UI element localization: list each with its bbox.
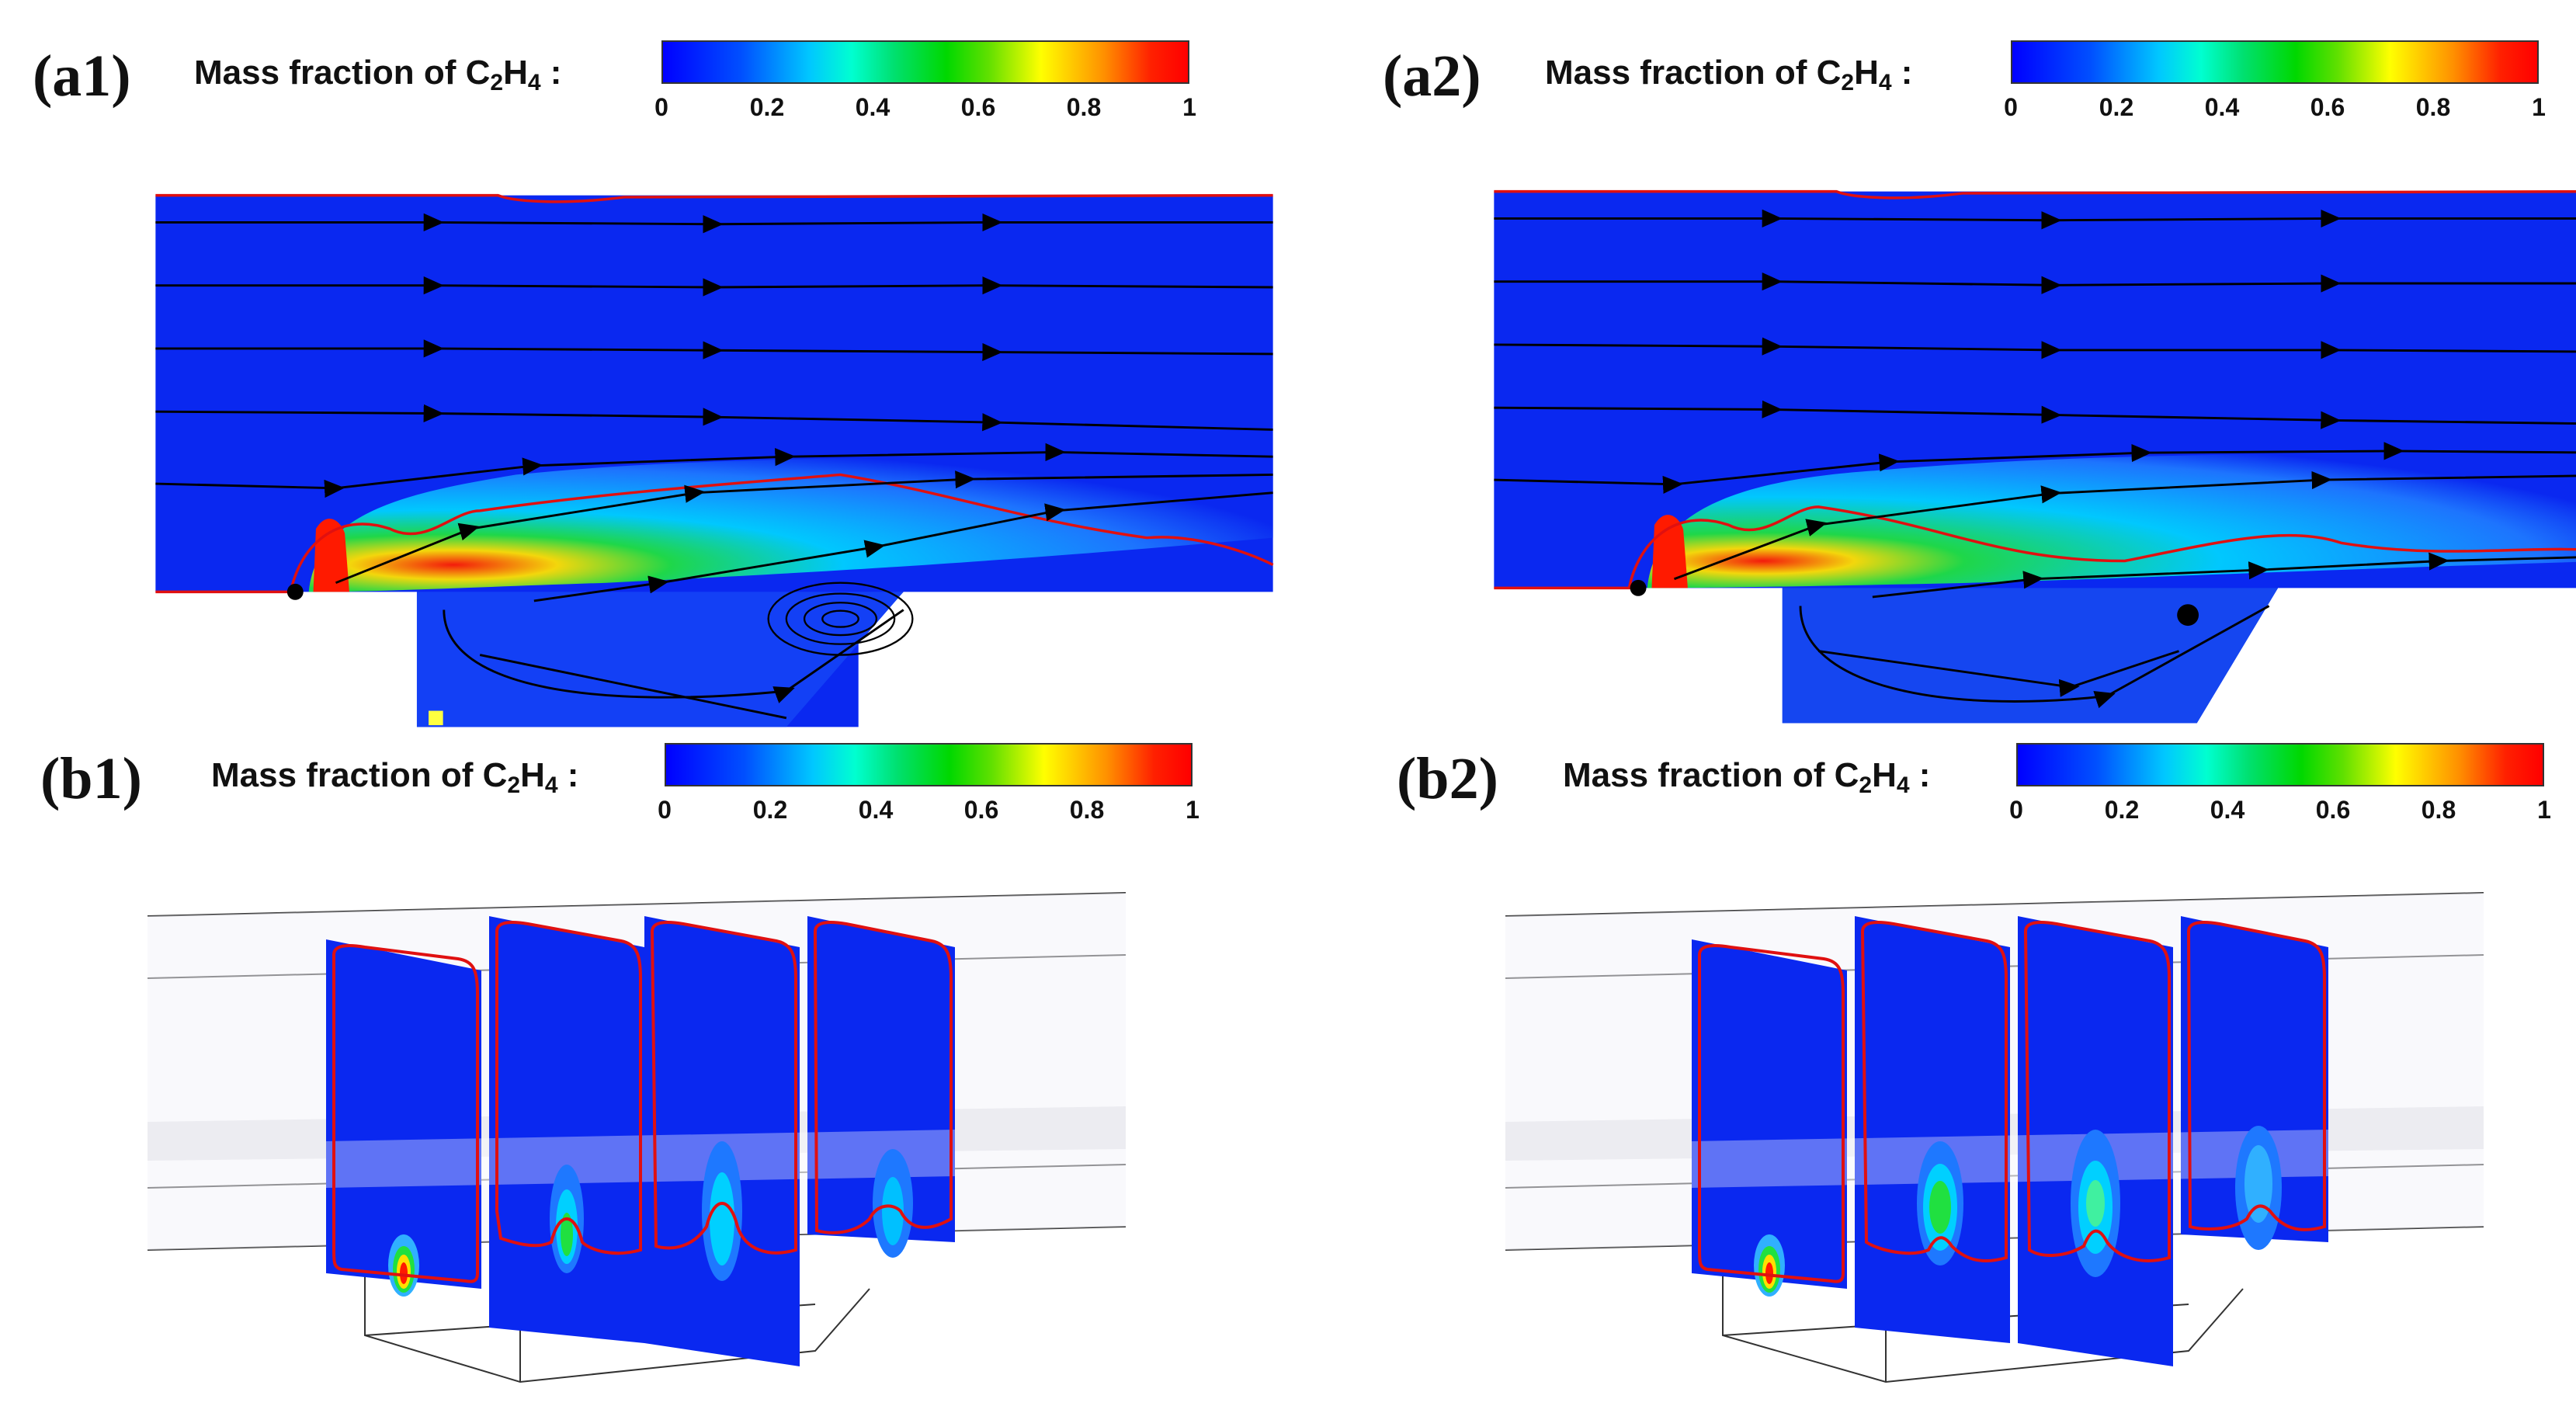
flowfield-2d: [155, 193, 1274, 727]
colorbar-tick: 0: [658, 796, 672, 824]
vortex-core: [2177, 604, 2199, 627]
colorbar-tick: 1: [2532, 93, 2546, 121]
flowfield-3d: [1505, 892, 2484, 1383]
colorbar-tick: 0.4: [858, 796, 894, 824]
colorbar-tick: 0.8: [1069, 796, 1105, 824]
panel-label: (b1): [40, 746, 142, 811]
colorbar-tick: 0.4: [2210, 796, 2245, 824]
colorbar-tick: 0.8: [1066, 93, 1102, 121]
colorbar: [2016, 743, 2544, 786]
panel-label: (a2): [1383, 43, 1481, 109]
colorbar-tick: 1: [1182, 93, 1196, 121]
colorbar-tick: 0.8: [2415, 93, 2451, 121]
panel-b2: (b2) Mass fraction of C2H4 : 0 0.2 0.4 0…: [1288, 703, 2576, 1406]
colorbar-ticks: 0 0.2 0.4 0.6 0.8 1: [654, 93, 1196, 126]
colorbar-title: Mass fraction of C2H4 :: [1545, 54, 1913, 95]
cross-sections: [326, 916, 955, 1366]
colorbar-title: Mass fraction of C2H4 :: [194, 54, 562, 95]
colorbar-ticks: 0 0.2 0.4 0.6 0.8 1: [2004, 93, 2546, 126]
colorbar-title: Mass fraction of C2H4 :: [211, 756, 579, 798]
colorbar-title: Mass fraction of C2H4 :: [1563, 756, 1931, 798]
colorbar-tick: 0.6: [963, 796, 999, 824]
colorbar-tick: 0.8: [2421, 796, 2456, 824]
cavity-domain: [1782, 588, 2279, 724]
top-contour: [1494, 189, 2576, 200]
colorbar-tick: 0.2: [749, 93, 785, 121]
colorbar-tick: 0.4: [2204, 93, 2240, 121]
colorbar-tick: 0: [654, 93, 668, 121]
colorbar-tick: 0.6: [960, 93, 996, 121]
colorbar-tick: 1: [1186, 796, 1199, 824]
colorbar-tick: 1: [2537, 796, 2551, 824]
colorbar-tick: 0: [2004, 93, 2018, 121]
colorbar-tick: 0.4: [855, 93, 890, 121]
injector-marker: [286, 583, 304, 600]
colorbar-tick: 0.2: [2104, 796, 2140, 824]
streamlines: [1494, 209, 2576, 709]
panel-a1: (a1) Mass fraction of C2H4 : 0 0.2 0.4 0…: [0, 0, 1289, 727]
probe-marker: [429, 710, 443, 726]
recirculation-vortex: [767, 581, 914, 656]
panel-label: (a1): [33, 43, 131, 109]
colorbar-tick: 0.6: [2310, 93, 2345, 121]
stoich-contours: [1698, 921, 2326, 1283]
panel-b1: (b1) Mass fraction of C2H4 : 0 0.2 0.4 0…: [0, 703, 1289, 1406]
top-contour: [155, 193, 1273, 203]
panel-a2: (a2) Mass fraction of C2H4 : 0 0.2 0.4 0…: [1288, 0, 2576, 724]
colorbar: [661, 40, 1189, 84]
colorbar: [2011, 40, 2539, 84]
flowfield-3d: [147, 892, 1127, 1383]
colorbar-ticks: 0 0.2 0.4 0.6 0.8 1: [658, 796, 1199, 828]
colorbar-tick: 0: [2009, 796, 2023, 824]
colorbar: [665, 743, 1193, 786]
colorbar-tick: 0.2: [2099, 93, 2134, 121]
flowfield-2d: [1494, 189, 2576, 724]
injector-marker: [1630, 579, 1647, 596]
panel-label: (b2): [1397, 746, 1498, 811]
colorbar-tick: 0.2: [752, 796, 788, 824]
colorbar-tick: 0.6: [2315, 796, 2351, 824]
stoich-contours: [332, 921, 953, 1283]
stoich-contour: [1494, 505, 2576, 590]
colorbar-ticks: 0 0.2 0.4 0.6 0.8 1: [2009, 796, 2551, 828]
streamlines: [155, 213, 1273, 720]
